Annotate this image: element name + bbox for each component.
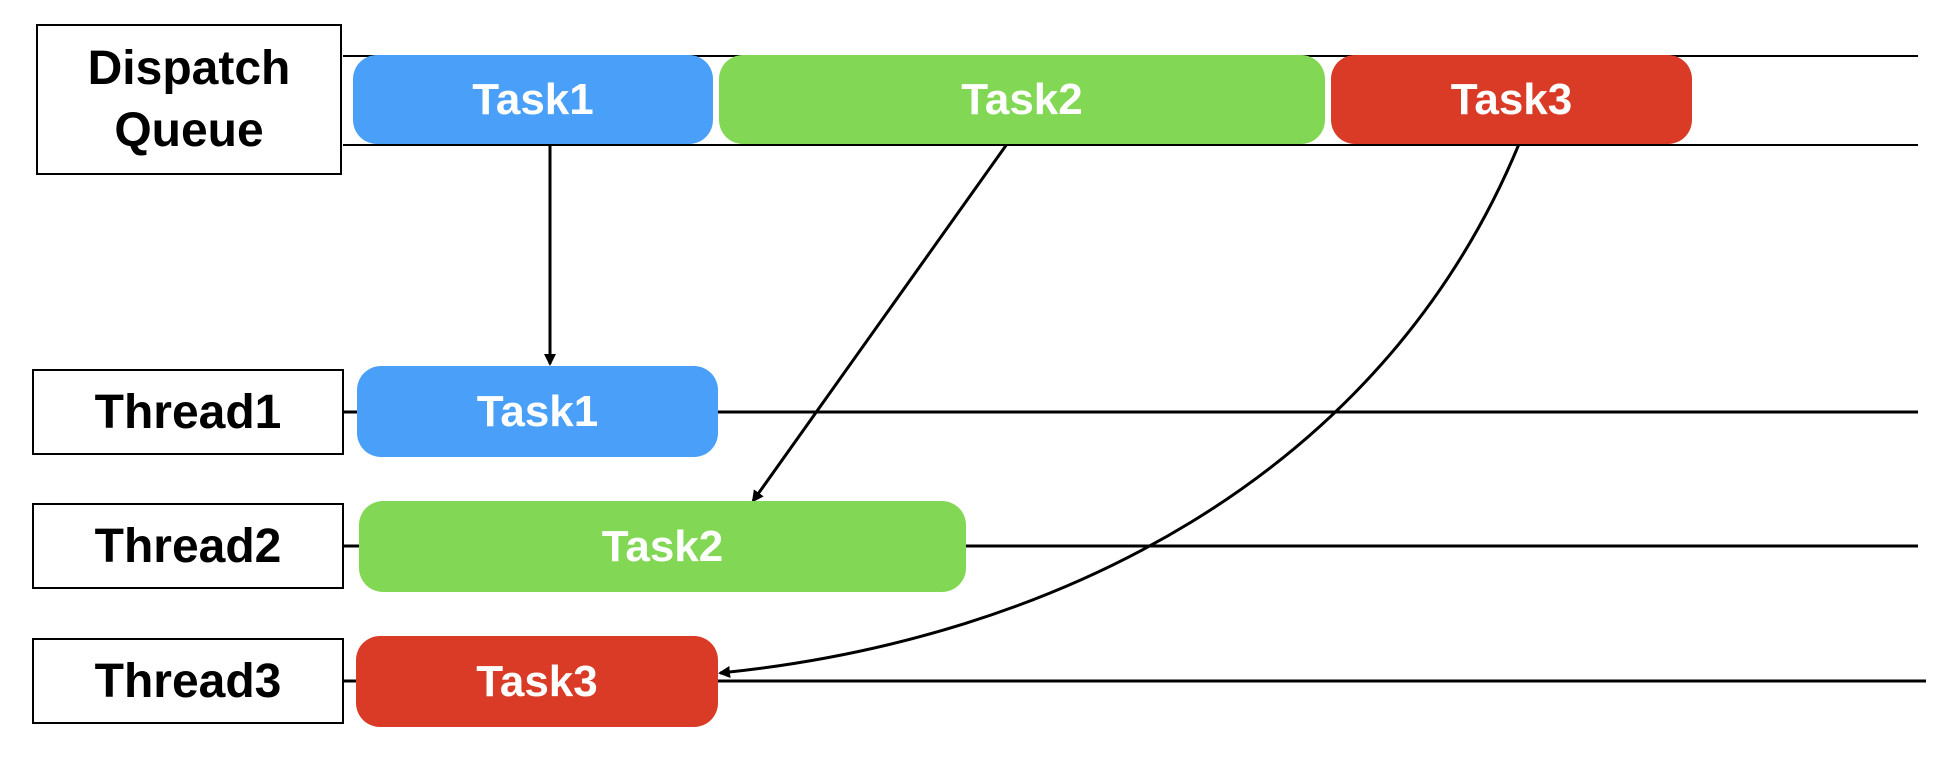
thread2-label: Thread2 (32, 503, 344, 589)
queue-task2: Task2 (719, 55, 1325, 144)
dispatch-queue-label: Dispatch Queue (36, 24, 342, 175)
thread2-task: Task2 (359, 501, 966, 592)
thread1-task: Task1 (357, 366, 718, 457)
thread3-task: Task3 (356, 636, 718, 727)
queue-task1: Task1 (353, 55, 713, 144)
queue-task3: Task3 (1331, 55, 1692, 144)
thread3-label: Thread3 (32, 638, 344, 724)
arrow-task2-to-thread2 (751, 143, 1009, 503)
thread1-label: Thread1 (32, 369, 344, 455)
arrow-task3-to-thread3 (718, 143, 1521, 678)
